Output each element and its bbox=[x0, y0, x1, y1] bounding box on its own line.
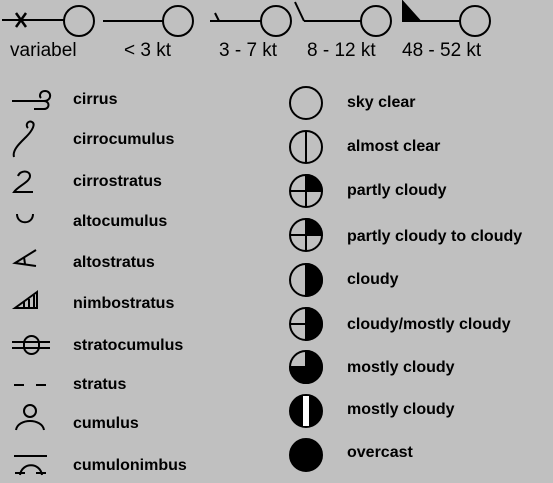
cloud-label-stratus: stratus bbox=[73, 376, 127, 393]
cloud-label-stratocumulus: stratocumulus bbox=[73, 337, 184, 354]
variable-wind-icon bbox=[2, 5, 95, 37]
cloud-label-cirrocumulus: cirrocumulus bbox=[73, 131, 175, 148]
sky-label-mostly-cloudy-bar: mostly cloudy bbox=[347, 401, 455, 418]
mostly-cloudy-bar-icon bbox=[289, 394, 323, 428]
cloudy-mostly-cloudy-icon bbox=[289, 306, 323, 342]
wind-label-lt3: < 3 kt bbox=[124, 40, 171, 61]
cloud-label-cirrostratus: cirrostratus bbox=[73, 173, 162, 190]
cloudy-icon bbox=[289, 262, 323, 298]
sky-label-cloudy-mostly-cloudy: cloudy/mostly cloudy bbox=[347, 316, 511, 333]
cumulonimbus-icon bbox=[14, 455, 47, 476]
sky-label-overcast: overcast bbox=[347, 444, 413, 461]
cloud-label-altocumulus: altocumulus bbox=[73, 213, 168, 230]
partly-cloudy-icon bbox=[289, 173, 324, 208]
sky-label-partly-cloudy-to-cloudy: partly cloudy to cloudy bbox=[347, 228, 523, 245]
pennant-wind-icon bbox=[402, 0, 491, 37]
partly-cloudy-to-cloudy-icon bbox=[289, 217, 324, 252]
wind-label-3-7: 3 - 7 kt bbox=[219, 40, 278, 61]
cirrostratus-icon bbox=[12, 170, 33, 193]
cloud-label-cirrus: cirrus bbox=[73, 91, 118, 108]
cloud-label-altostratus: altostratus bbox=[73, 254, 155, 271]
cirrus-icon bbox=[12, 89, 52, 110]
cloud-label-cumulonimbus: cumulonimbus bbox=[73, 457, 187, 474]
cloud-label-nimbostratus: nimbostratus bbox=[73, 295, 175, 312]
full-barb-wind-icon bbox=[294, 1, 392, 37]
nimbostratus-icon bbox=[11, 290, 38, 309]
wind-label-variable: variabel bbox=[10, 40, 77, 61]
wind-label-8-12: 8 - 12 kt bbox=[307, 40, 376, 61]
half-barb-wind-icon bbox=[210, 5, 292, 37]
sky-label-mostly-cloudy: mostly cloudy bbox=[347, 359, 455, 376]
cumulus-icon bbox=[15, 404, 45, 431]
wind-label-48-52: 48 - 52 kt bbox=[402, 40, 482, 61]
altostratus-icon bbox=[12, 249, 37, 267]
altocumulus-icon bbox=[16, 213, 34, 224]
cloud-label-cumulus: cumulus bbox=[73, 415, 139, 432]
sky-label-partly-cloudy: partly cloudy bbox=[347, 182, 447, 199]
stratocumulus-icon bbox=[12, 335, 50, 355]
sky-label-almost-clear: almost clear bbox=[347, 138, 441, 155]
mostly-cloudy-icon bbox=[288, 349, 323, 384]
cirrocumulus-icon bbox=[12, 120, 35, 158]
calm-wind-icon bbox=[103, 5, 194, 37]
sky-label-cloudy: cloudy bbox=[347, 271, 399, 288]
sky-label-sky-clear: sky clear bbox=[347, 94, 416, 111]
overcast-icon bbox=[289, 438, 323, 472]
almost-clear-icon bbox=[289, 130, 323, 164]
sky-clear-icon bbox=[289, 86, 323, 120]
